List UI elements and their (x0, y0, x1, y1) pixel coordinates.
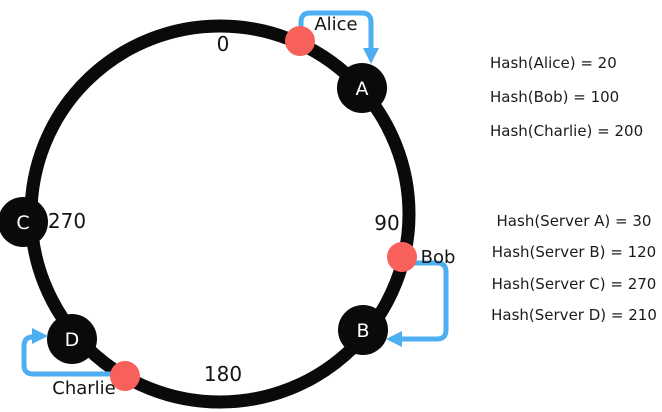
arrow-alice-path (298, 10, 374, 51)
server-hash-list: Hash(Server A) = 30 Hash(Server B) = 120… (486, 206, 662, 332)
hash-line-server-b: Hash(Server B) = 120 (491, 243, 657, 262)
server-node-b: B (338, 305, 388, 355)
client-dot-alice (285, 26, 315, 56)
degree-label-270: 270 (48, 209, 86, 233)
arrow-alice-to-server-a (298, 10, 379, 64)
client-hash-list: Hash(Alice) = 20 Hash(Bob) = 100 Hash(Ch… (490, 46, 662, 148)
hash-line-server-a: Hash(Server A) = 30 (496, 212, 652, 230)
server-node-c-circle (0, 197, 48, 247)
server-node-c: C (0, 197, 48, 247)
client-label-bob: Bob (421, 247, 456, 268)
degree-label-90: 90 (374, 211, 399, 235)
client-label-charlie: Charlie (52, 378, 115, 399)
hash-line-server-c: Hash(Server C) = 270 (491, 274, 657, 293)
client-label-alice: Alice (314, 14, 357, 35)
server-node-c-label: C (16, 212, 29, 234)
client-dot-bob (387, 242, 417, 272)
arrowhead-down-icon (363, 48, 379, 64)
degree-label-180: 180 (204, 362, 242, 386)
client-dot-charlie (110, 361, 140, 391)
hash-line-server-d: Hash(Server D) = 210 (491, 306, 657, 325)
arrow-charlie-to-server-d (21, 328, 116, 377)
arrowhead-right-icon (32, 328, 48, 344)
arrow-charlie-path (21, 334, 116, 377)
server-node-a: A (337, 63, 387, 113)
degree-label-0: 0 (217, 32, 230, 56)
hash-line-charlie: Hash(Charlie) = 200 (490, 122, 644, 140)
server-node-b-circle (338, 305, 388, 355)
server-node-d-circle (47, 314, 97, 364)
server-node-b-label: B (356, 320, 369, 342)
server-node-a-label: A (356, 78, 369, 100)
arrowhead-left-icon (386, 331, 402, 347)
arrow-bob-to-server-b (386, 260, 449, 347)
arrow-bob-path (399, 260, 449, 342)
server-node-d: D (47, 314, 97, 364)
hash-line-alice: Hash(Alice) = 20 (490, 54, 617, 72)
hash-line-bob: Hash(Bob) = 100 (490, 88, 620, 106)
server-node-d-label: D (65, 329, 80, 351)
server-node-a-circle (337, 63, 387, 113)
